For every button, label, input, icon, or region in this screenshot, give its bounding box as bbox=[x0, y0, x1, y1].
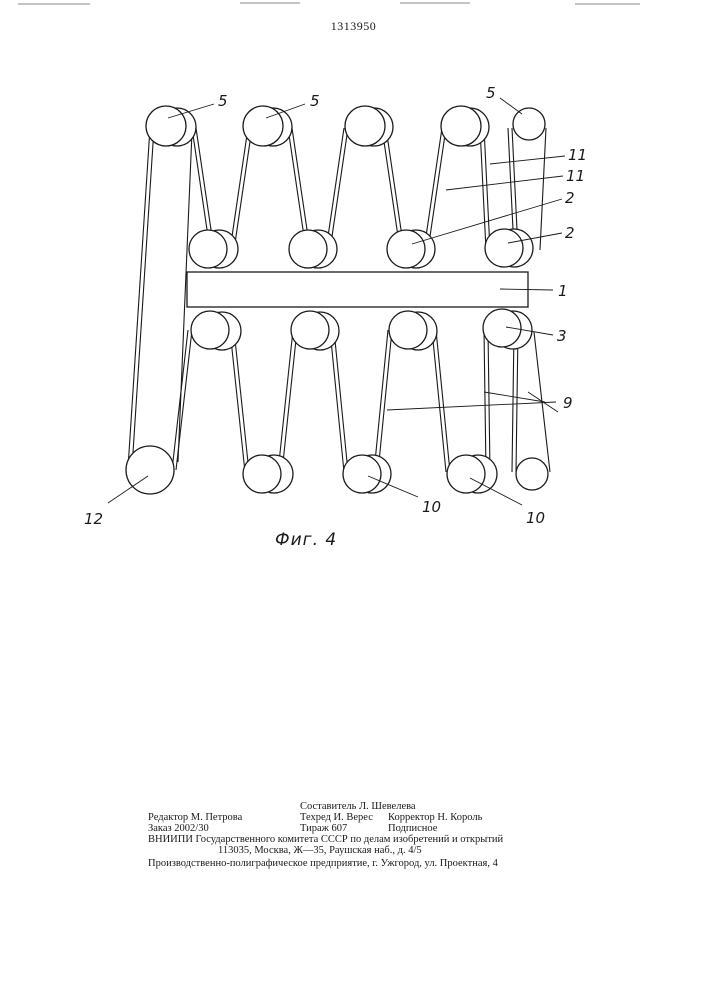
label-2-lower: 2 bbox=[565, 224, 575, 242]
belts-11 bbox=[192, 128, 546, 250]
label-12: 12 bbox=[84, 510, 103, 528]
label-11-lower: 11 bbox=[566, 167, 585, 185]
label-2-upper: 2 bbox=[565, 189, 575, 207]
printer-line: Производственно-полиграфическое предприя… bbox=[148, 858, 498, 870]
label-10-right: 10 bbox=[526, 509, 545, 527]
address-line: 113035, Москва, Ж—35, Раушская наб., д. … bbox=[218, 845, 422, 857]
label-11-upper: 11 bbox=[568, 146, 587, 164]
label-5-left: 5 bbox=[218, 92, 228, 110]
label-3: 3 bbox=[557, 327, 567, 345]
lower-rolls-3 bbox=[191, 309, 532, 350]
label-10-left: 10 bbox=[422, 498, 441, 516]
top-rolls-5 bbox=[146, 106, 545, 146]
strip-1 bbox=[187, 272, 528, 307]
figure-caption: Фиг. 4 bbox=[275, 530, 337, 550]
big-roll-12 bbox=[126, 446, 174, 494]
upper-rolls-2 bbox=[189, 229, 533, 268]
scan-marks bbox=[18, 3, 640, 4]
label-5-middle: 5 bbox=[310, 92, 320, 110]
label-1: 1 bbox=[558, 282, 568, 300]
label-9: 9 bbox=[563, 394, 573, 412]
belts-9 bbox=[172, 330, 550, 472]
label-5-right: 5 bbox=[486, 84, 496, 102]
